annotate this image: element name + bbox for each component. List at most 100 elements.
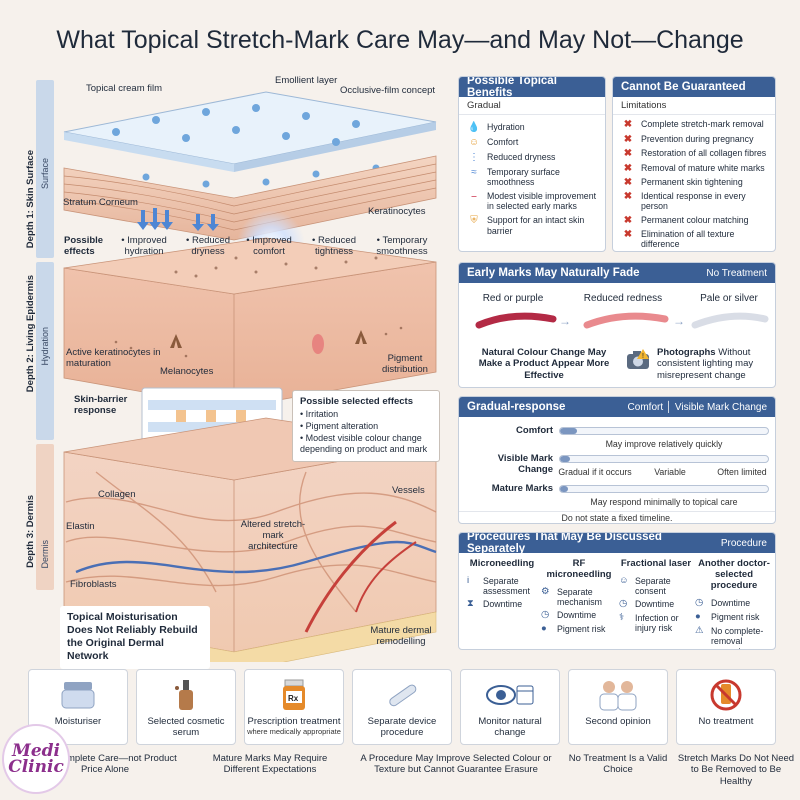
depth-2-sublabel: Hydration	[40, 327, 50, 366]
procedure-item: ⚠No complete-removal guarantee	[695, 624, 764, 649]
label-emollient: Emollient layer	[275, 75, 338, 86]
mark-reduced	[583, 312, 669, 329]
limitation-item: ✖Elimination of all texture difference	[621, 229, 767, 249]
label-melanocytes: Melanocytes	[160, 366, 214, 377]
mark-icon: ⎯	[471, 191, 477, 203]
note-procedure: A Procedure May Improve Selected Colour …	[360, 753, 552, 776]
procedure-item-icon: ☺	[619, 574, 629, 586]
procedures-header: Procedures That May Be Discussed Separat…	[459, 532, 775, 555]
response-header: Gradual-response Comfort │ Visible Mark …	[459, 397, 775, 417]
benefits-list: 💧Hydration☺Comfort⋮Reduced dryness≈Tempo…	[459, 115, 605, 243]
label-altered-architecture: Altered stretch-mark architecture	[240, 519, 306, 552]
procedure-item-icon: ⚕	[619, 612, 625, 624]
label-cream-film: Topical cream film	[86, 83, 163, 94]
fade-marks: → →	[475, 312, 769, 329]
option-device: Separate device procedure	[352, 669, 452, 745]
procedure-item-icon: ⚙	[541, 585, 550, 597]
shield-icon: ⛨	[470, 215, 478, 227]
label-possible-effects: Possible effects	[64, 235, 104, 257]
selected-effect-item: • Pigment alteration	[300, 421, 379, 432]
procedure-column: RF microneedling⚙Separate mechanism◷Down…	[541, 558, 617, 638]
depth-1-label: Depth 1: Skin Surface	[25, 150, 36, 249]
depth-3-label: Depth 3: Dermis	[25, 495, 36, 568]
cannot-guarantee-panel: Cannot Be Guaranteed Limitations ✖Comple…	[612, 76, 776, 252]
label-fibroblasts: Fibroblasts	[70, 579, 117, 590]
benefit-item: ⎯Modest visible improvement in selected …	[467, 191, 597, 211]
procedure-item-icon: ◷	[695, 596, 704, 608]
mature-note: May respond minimally to topical care	[590, 497, 738, 507]
smile-icon: ☺	[468, 137, 480, 148]
depth-3-sublabel: Dermis	[40, 540, 50, 569]
fade-panel: Early Marks May Naturally Fade No Treatm…	[458, 262, 776, 388]
procedure-column: Another doctor-selected procedure ◷Downti…	[695, 558, 773, 649]
response-label-visible: Visible Mark Change	[497, 453, 553, 475]
camera-icon: !	[625, 347, 651, 373]
selected-effects-heading: Possible selected effects	[300, 396, 413, 407]
x-icon: ✖	[623, 119, 633, 131]
label-stratum: Stratum Corneum	[63, 197, 138, 208]
procedure-name: RF microneedling	[546, 558, 612, 580]
cannot-list: ✖Complete stretch-mark removal✖Preventio…	[613, 115, 775, 251]
x-icon: ✖	[623, 191, 633, 203]
x-icon: ✖	[623, 176, 633, 188]
limitation-item: ✖Restoration of all collagen fibres	[621, 148, 767, 159]
mature-bar-fill	[560, 486, 569, 492]
moisturiser-jar-icon	[29, 678, 127, 712]
fade-stage-reduced: Reduced redness	[583, 293, 663, 304]
selected-effect-item: • Irritation	[300, 409, 339, 420]
procedure-item: ⧗Downtime	[467, 598, 523, 610]
limitation-item: ✖Prevention during pregnancy	[621, 134, 767, 145]
wave-icon: ≈	[471, 167, 477, 178]
benefit-item: ⛨Support for an intact skin barrier	[467, 215, 597, 235]
procedure-item: ⚕Infection or injury risk	[619, 612, 679, 634]
fade-title: Early Marks May Naturally Fade	[467, 267, 640, 279]
procedure-item: ☺Separate consent	[619, 574, 671, 597]
note-no-treatment: No Treatment Is a Valid Choice	[568, 753, 668, 776]
fade-stage-pale: Pale or silver	[700, 293, 758, 304]
label-mature-remodelling: Mature dermal remodelling	[370, 625, 432, 647]
doctors-icon	[569, 678, 667, 712]
visible-change-bar	[559, 455, 769, 463]
depth-1-bar	[36, 80, 54, 258]
procedures-tag: Procedure	[720, 537, 767, 549]
benefits-panel: Possible Topical Benefits Gradual 💧Hydra…	[458, 76, 606, 252]
procedure-name: Another doctor-selected procedure	[698, 558, 770, 591]
option-label: Moisturiser	[54, 716, 102, 727]
limitation-item: ✖Permanent skin tightening	[621, 177, 767, 188]
effect-comfort: • Improved comfort	[246, 235, 292, 257]
procedure-item-icon: i	[467, 574, 470, 586]
benefits-subtitle: Gradual	[459, 97, 605, 115]
limitation-item: ✖Permanent colour matching	[621, 215, 767, 226]
label-elastin: Elastin	[66, 521, 95, 532]
option-label: Second opinion	[585, 716, 651, 727]
mark-red	[475, 312, 557, 329]
effect-smoothness: • Temporary smoothness	[376, 235, 428, 257]
response-label-comfort: Comfort	[516, 425, 553, 436]
option-label: No treatment	[698, 716, 754, 727]
eye-calendar-icon	[461, 678, 559, 712]
option-monitor: Monitor natural change	[460, 669, 560, 745]
selected-effects-callout: Possible selected effects • Irritation •…	[292, 390, 440, 463]
visible-note-gradual: Gradual if it occurs	[558, 467, 632, 477]
option-moisturiser: Moisturiser	[28, 669, 128, 745]
label-pigment: Pigment distribution	[382, 353, 428, 375]
epidermis-layer	[63, 237, 437, 409]
visible-note-limited: Often limited	[717, 467, 767, 477]
page-title: What Topical Stretch-Mark Care May—and M…	[56, 26, 744, 54]
benefits-title: Possible Topical Benefits	[459, 77, 605, 99]
procedures-title: Procedures That May Be Discussed Separat…	[467, 532, 662, 555]
procedure-item: ●Pigment risk	[695, 610, 760, 622]
serum-dropper-icon	[137, 678, 235, 712]
benefit-item: ☺Comfort	[468, 137, 519, 148]
effect-tightness: • Reduced tightness	[312, 235, 356, 257]
procedure-item: ◷Downtime	[695, 596, 751, 608]
option-label: Separate device procedure	[367, 716, 437, 738]
procedure-name: Microneedling	[469, 558, 535, 569]
fade-note-right: Photographs Without consistent lighting …	[657, 347, 754, 381]
fade-note-left: Natural Colour Change May Make a Product…	[478, 347, 610, 381]
cannot-title: Cannot Be Guaranteed	[613, 77, 775, 97]
